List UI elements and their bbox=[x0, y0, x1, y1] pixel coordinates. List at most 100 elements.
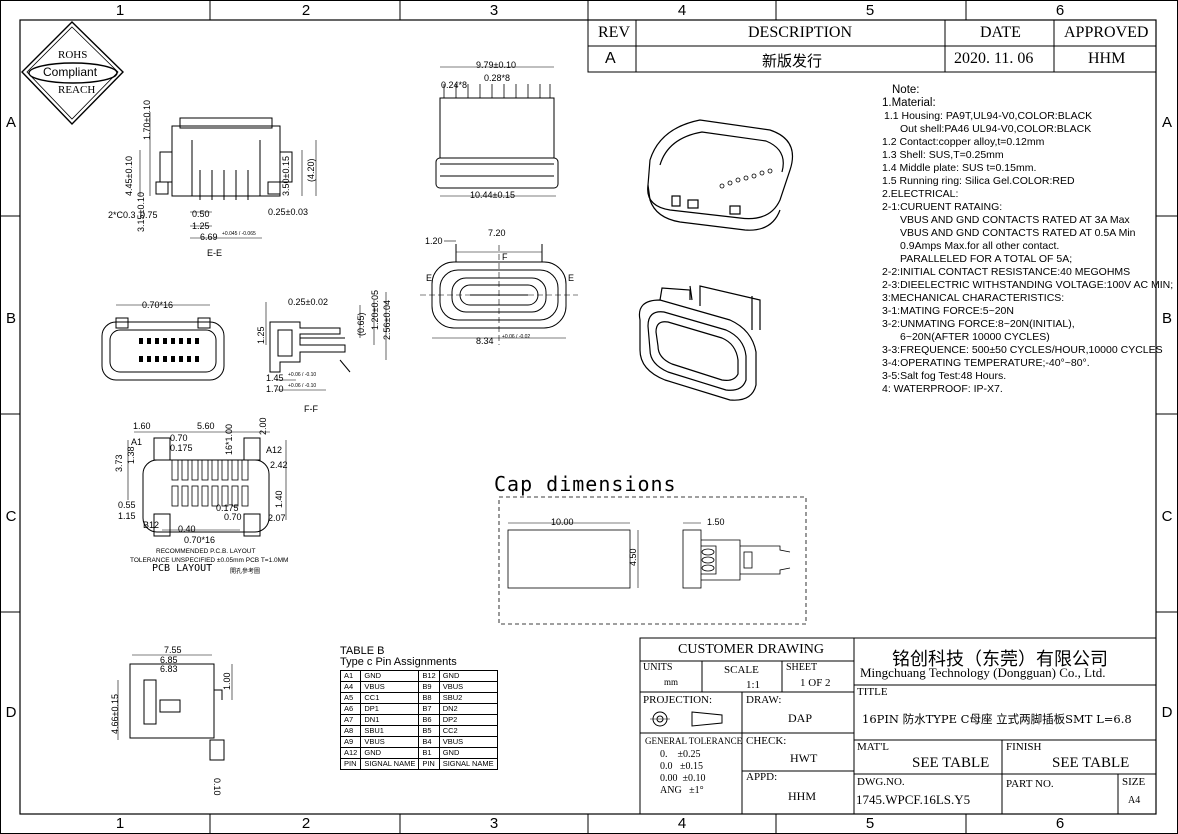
title-block bbox=[639, 637, 1157, 815]
dim-label: 2.56±0.04 bbox=[382, 300, 392, 340]
dim-label: 5.60 bbox=[197, 421, 215, 431]
dim-label-tol: +0.06 / -0.10 bbox=[288, 372, 317, 378]
dim-label-tol: +0.06 / -0.02 bbox=[502, 334, 531, 340]
table-cell: CC2 bbox=[438, 725, 498, 737]
table-cell: DN2 bbox=[438, 703, 498, 715]
note-line: 6~20N(AFTER 10000 CYCLES) bbox=[900, 331, 1050, 343]
ff-view bbox=[265, 292, 387, 391]
dim-label: 3.50±0.15 bbox=[281, 156, 291, 196]
rev-header: REV bbox=[598, 24, 630, 41]
table-cell: B5 bbox=[418, 725, 440, 737]
dim-label: 0.75 bbox=[140, 210, 158, 220]
table-cell: A9 bbox=[339, 736, 362, 748]
tolerance-3: 0.00 ±0.10 bbox=[660, 773, 706, 784]
note-line: 2-1:CURUENT RATAING: bbox=[882, 201, 1003, 213]
front-view bbox=[420, 240, 578, 345]
tolerance-label: GENERAL TOLERANCE bbox=[645, 736, 743, 746]
ee-view-label: E-E bbox=[207, 248, 223, 258]
tolerance-4: ANG ±1° bbox=[660, 785, 704, 796]
approved-header: APPROVED bbox=[1064, 24, 1149, 41]
description-header: DESCRIPTION bbox=[748, 24, 853, 41]
dim-label: 1.20 bbox=[425, 236, 443, 246]
note-line: 1.3 Shell: SUS,T=0.25mm bbox=[882, 149, 1004, 161]
table-cell: A1 bbox=[339, 670, 362, 682]
stamp-rohs: ROHS bbox=[58, 49, 88, 61]
b-view bbox=[101, 304, 225, 381]
dim-label: 1.38 bbox=[126, 446, 136, 464]
drawing-number-value: 1745.WPCF.16LS.Y5 bbox=[856, 792, 971, 807]
section-marker-e-right: E bbox=[568, 273, 575, 283]
row-label-d: D bbox=[5, 704, 17, 721]
note-line: 1.Material: bbox=[882, 97, 936, 109]
pcb-pads bbox=[171, 459, 249, 507]
note-line: 3:MECHANICAL CHARACTERISTICS: bbox=[882, 292, 1065, 304]
col-label-2-bottom: 2 bbox=[301, 815, 311, 832]
pin-label-a12: A12 bbox=[266, 445, 283, 455]
size-value: A4 bbox=[1128, 795, 1141, 806]
dim-label-tol: +0.045 / -0.065 bbox=[222, 231, 256, 237]
row-label-b: B bbox=[5, 310, 16, 327]
table-cell: DP1 bbox=[360, 703, 420, 715]
dim-label: 1.40 bbox=[274, 490, 284, 508]
table-cell: SBU2 bbox=[438, 692, 498, 704]
dim-label: 7.55 bbox=[164, 645, 182, 655]
pin-label-b12: B12 bbox=[143, 520, 160, 530]
note-line: PARALLELED FOR A TOTAL OF 5A; bbox=[900, 253, 1073, 265]
check-label: CHECK: bbox=[746, 735, 787, 747]
dim-label: 2.42 bbox=[270, 460, 288, 470]
note-line: Note: bbox=[892, 84, 920, 96]
table-cell: GND bbox=[438, 747, 498, 759]
tolerance-1: 0. ±0.25 bbox=[660, 749, 701, 760]
company-name-cn: 铭创科技（东莞）有限公司 bbox=[892, 649, 1108, 670]
pcb-title: RECOMMENDED P.C.B. LAYOUT bbox=[156, 548, 256, 555]
dim-label: 2.07 bbox=[268, 513, 286, 523]
b-view-pins bbox=[139, 338, 199, 362]
scale-label: SCALE bbox=[724, 664, 759, 676]
note-line: 3-5:Salt fog Test:48 Hours. bbox=[882, 370, 1007, 382]
appd-label: APPD: bbox=[746, 771, 778, 783]
customer-drawing-label: CUSTOMER DRAWING bbox=[678, 642, 825, 657]
approved-value: HHM bbox=[1088, 50, 1126, 67]
note-line: 3-3:FREQUENCE: 500±50 CYCLES/HOUR,10000 … bbox=[882, 344, 1163, 356]
table-cell: VBUS bbox=[360, 681, 420, 693]
iso-view-top bbox=[647, 119, 794, 231]
table-cell: B4 bbox=[418, 736, 440, 748]
note-line: 0.9Amps Max.for all other contact. bbox=[900, 240, 1060, 252]
col-label-3: 3 bbox=[489, 2, 499, 19]
table-cell: VBUS bbox=[438, 681, 498, 693]
note-line: VBUS AND GND CONTACTS RATED AT 3A Max bbox=[900, 214, 1130, 226]
draw-value: DAP bbox=[788, 711, 813, 725]
note-line: 2-2:INITIAL CONTACT RESISTANCE:40 MEGOHM… bbox=[882, 266, 1131, 278]
table-cell: SBU1 bbox=[360, 725, 420, 737]
dim-label: 4.50 bbox=[628, 548, 638, 566]
dim-label: (0.65) bbox=[356, 312, 366, 336]
table-cell: SIGNAL NAME bbox=[360, 758, 420, 770]
table-cell: DN1 bbox=[360, 714, 420, 726]
table-cell: B8 bbox=[418, 692, 440, 704]
note-line: 2.ELECTRICAL: bbox=[882, 188, 959, 200]
table-cell: A8 bbox=[339, 725, 362, 737]
tolerance-2: 0.0 ±0.15 bbox=[660, 761, 703, 772]
dim-label: 10.00 bbox=[551, 517, 574, 527]
dim-label: 1.25 bbox=[192, 221, 210, 231]
note-line: 3-1:MATING FORCE:5~20N bbox=[882, 305, 1014, 317]
table-cell: GND bbox=[438, 670, 498, 682]
row-label-a-right: A bbox=[1161, 114, 1172, 131]
table-cell: A12 bbox=[339, 747, 362, 759]
top-view bbox=[435, 66, 559, 197]
units-label: UNITS bbox=[643, 662, 673, 673]
note-line: 1.1 Housing: PA9T,UL94-V0,COLOR:BLACK bbox=[884, 110, 1093, 122]
part-number-label: PART NO. bbox=[1006, 778, 1054, 790]
table-cell: GND bbox=[360, 670, 420, 682]
table-cell: B6 bbox=[418, 714, 440, 726]
table-cell: VBUS bbox=[360, 736, 420, 748]
note-line: 2-3:DIEELECTRIC WITHSTANDING VOLTAGE:100… bbox=[882, 279, 1174, 291]
dim-label: 6.83 bbox=[160, 664, 178, 674]
dim-label: 0.50 bbox=[192, 209, 210, 219]
